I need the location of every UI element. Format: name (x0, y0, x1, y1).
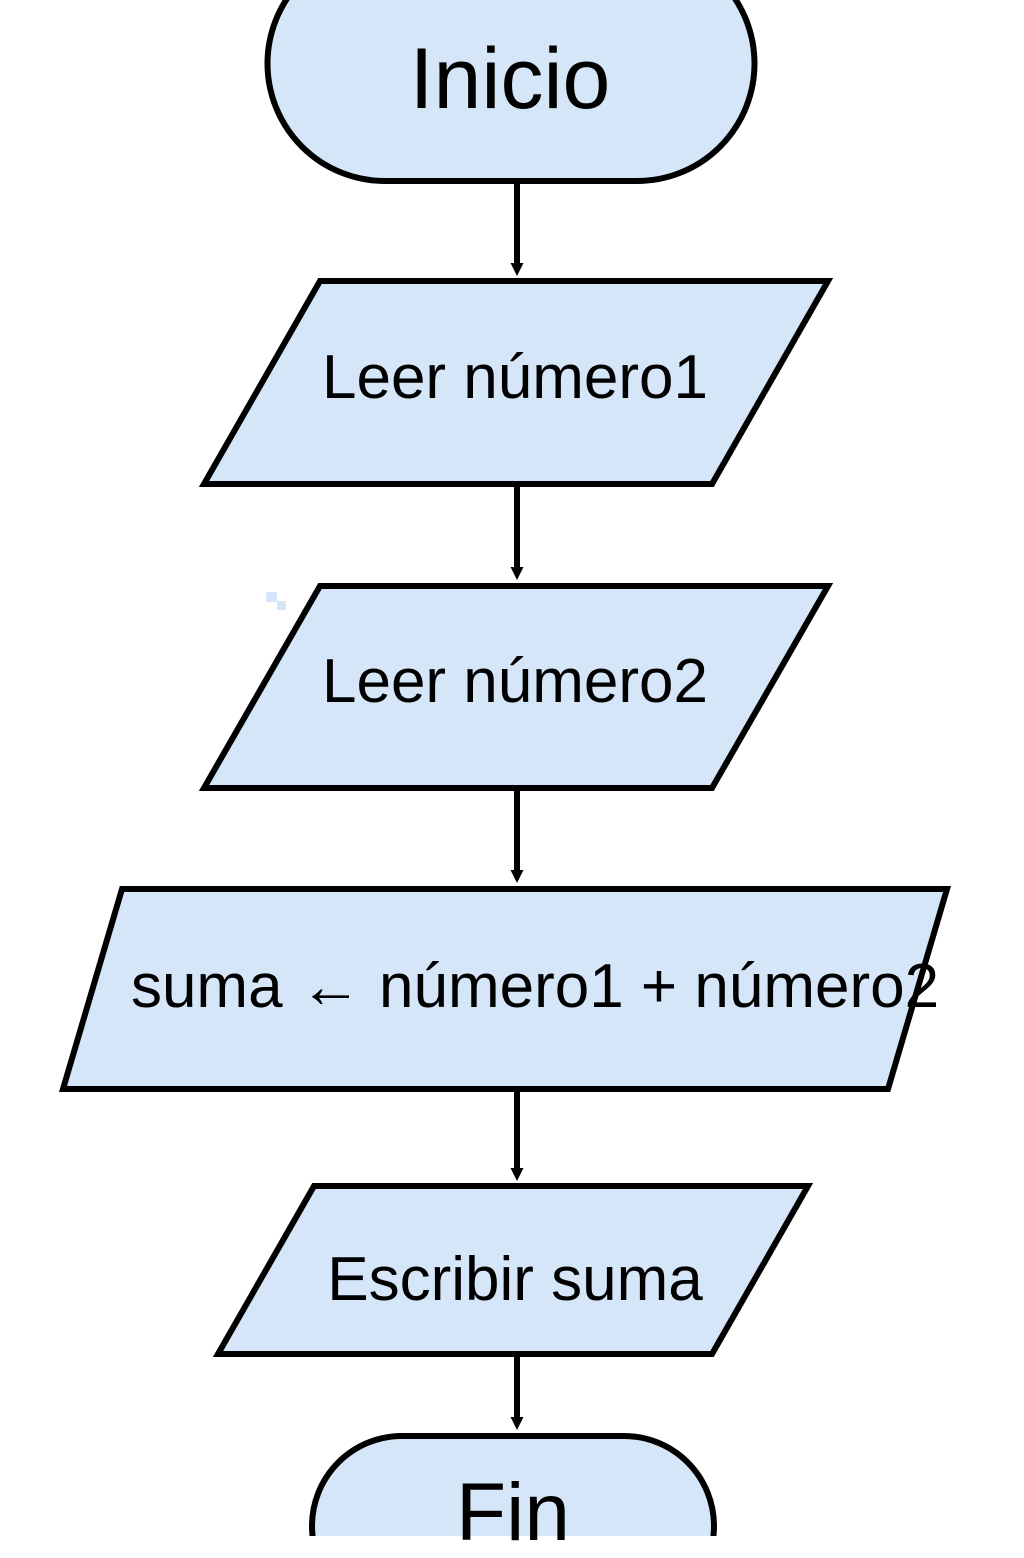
image-artifact-speck (277, 601, 286, 610)
node-inicio[interactable] (264, 0, 758, 184)
node-suma-asignacion[interactable] (58, 886, 952, 1092)
escribir-suma-shape (212, 1183, 814, 1357)
leer-numero1-shape (198, 278, 834, 487)
image-artifact-speck (266, 592, 277, 602)
node-leer-numero1[interactable] (198, 278, 834, 487)
suma-asignacion-shape (58, 886, 952, 1092)
node-leer-numero2[interactable] (198, 583, 834, 791)
node-escribir-suma[interactable] (212, 1183, 814, 1357)
leer-numero2-shape (198, 583, 834, 791)
fin-shape (309, 1433, 717, 1536)
inicio-shape (264, 0, 758, 184)
node-fin[interactable] (309, 1433, 717, 1536)
